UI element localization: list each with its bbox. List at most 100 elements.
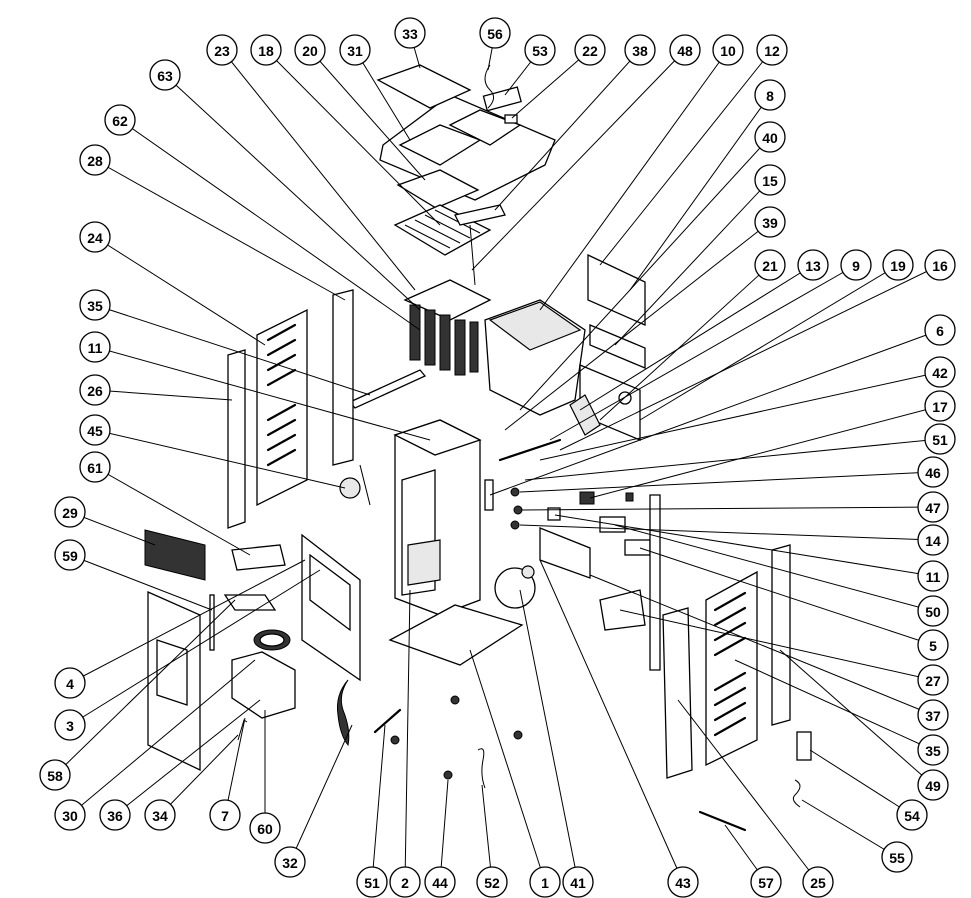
callout-16: 16 — [924, 249, 956, 281]
callout-label: 32 — [282, 855, 298, 871]
leader-line-43 — [539, 559, 684, 883]
callout-51: 51 — [924, 423, 956, 455]
callout-label: 44 — [432, 875, 448, 891]
callout-13: 13 — [797, 249, 829, 281]
callout-label: 48 — [677, 43, 693, 59]
part-sensor — [625, 492, 634, 502]
part-exchanger-18 — [393, 204, 492, 256]
callout-label: 22 — [582, 43, 598, 59]
part-gasket-inner — [259, 633, 285, 647]
callout-circle — [882, 249, 914, 281]
callout-circle — [754, 206, 786, 238]
callout-label: 6 — [936, 323, 944, 339]
callout-label: 18 — [258, 43, 274, 59]
callout-circle — [104, 104, 136, 136]
part-14 — [510, 520, 520, 530]
part-rail-24 — [332, 289, 354, 466]
callout-label: 29 — [62, 505, 78, 521]
leader-line-8 — [629, 94, 771, 291]
callout-15: 15 — [754, 164, 786, 196]
leader-line-36 — [114, 699, 261, 816]
part-firepot-36 — [231, 651, 296, 719]
callout-label: 58 — [47, 768, 63, 784]
leader-line-14 — [519, 524, 934, 541]
callout-circle — [754, 249, 786, 281]
callout-6: 6 — [924, 314, 956, 346]
callout-label: 4 — [66, 676, 74, 692]
callout-circle — [924, 390, 956, 422]
leader-line-61 — [94, 466, 251, 556]
callout-circle — [756, 34, 788, 66]
leader-line-38 — [494, 49, 641, 211]
callout-circle — [750, 866, 782, 898]
part-motor-13 — [569, 394, 601, 436]
callout-3: 3 — [54, 709, 86, 741]
callout-24: 24 — [79, 221, 111, 253]
callout-7: 7 — [209, 799, 241, 831]
leader-line-6 — [489, 329, 941, 496]
leader-line-10 — [539, 49, 729, 311]
callout-circle — [840, 249, 872, 281]
callout-60: 60 — [249, 812, 281, 844]
callout-circle — [54, 709, 86, 741]
callout-circle — [149, 59, 181, 91]
callout-circle — [574, 34, 606, 66]
callout-circle — [79, 374, 111, 406]
callout-5: 5 — [917, 629, 949, 661]
callout-12: 12 — [756, 34, 788, 66]
leader-line-20 — [309, 49, 426, 181]
part-rail-26 — [227, 349, 246, 529]
part-5 — [624, 539, 651, 556]
callout-circle — [712, 34, 744, 66]
leader-line-19 — [639, 264, 899, 421]
leader-line-41 — [519, 589, 579, 883]
leader-line-26 — [94, 389, 233, 401]
leader-line-39 — [504, 221, 771, 431]
part-plate-20 — [396, 169, 480, 209]
callout-19: 19 — [882, 249, 914, 281]
callout-label: 1 — [541, 875, 549, 891]
callout-label: 11 — [88, 340, 103, 356]
callout-25: 25 — [802, 866, 834, 898]
callout-29: 29 — [54, 496, 86, 528]
callout-50: 50 — [917, 595, 949, 627]
part-fan-45 — [339, 477, 361, 499]
part-foot-2 — [390, 735, 400, 745]
callout-label: 61 — [87, 460, 103, 476]
leader-line-45 — [94, 429, 346, 489]
leader-line-55 — [801, 799, 898, 858]
part-shaft-42 — [498, 438, 562, 462]
callout-label: 53 — [532, 43, 548, 59]
callout-31: 31 — [339, 34, 371, 66]
callout-2: 2 — [389, 866, 421, 898]
leader-line-1 — [469, 649, 546, 883]
callout-label: 50 — [925, 604, 941, 620]
callout-label: 19 — [890, 258, 906, 274]
callout-circle — [79, 414, 111, 446]
leader-line-49 — [779, 649, 934, 786]
part-cable-56 — [484, 64, 494, 109]
callout-circle — [754, 164, 786, 196]
leader-line-15 — [614, 179, 771, 346]
callout-circle — [924, 314, 956, 346]
part-45-wire — [359, 464, 371, 506]
callout-circle — [917, 491, 949, 523]
callout-circle — [476, 866, 508, 898]
callout-circle — [54, 799, 86, 831]
leader-line-23 — [221, 49, 416, 291]
part-igniter-51 — [373, 708, 402, 734]
part-grille-left — [266, 323, 297, 467]
part-plate — [223, 594, 277, 611]
part-base-1 — [388, 604, 524, 666]
part-57 — [698, 810, 747, 832]
leader-line-35 — [94, 304, 371, 396]
leader-line-62 — [119, 119, 421, 331]
callout-label: 31 — [347, 43, 363, 59]
callout-label: 23 — [214, 43, 230, 59]
callout-9: 9 — [840, 249, 872, 281]
callout-circle — [209, 799, 241, 831]
part-53 — [482, 86, 522, 112]
callout-label: 59 — [62, 548, 78, 564]
callout-label: 35 — [925, 743, 941, 759]
